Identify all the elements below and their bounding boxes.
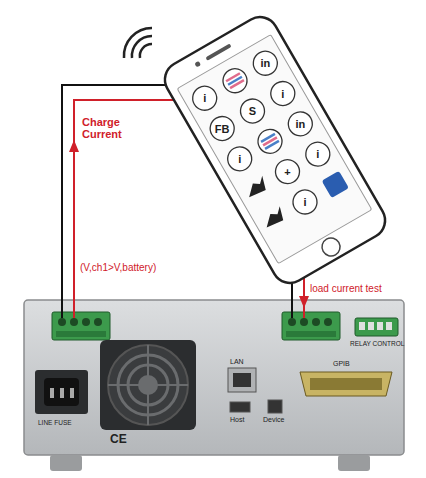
app-icon-label: i bbox=[303, 196, 306, 208]
black-wire bbox=[62, 85, 165, 318]
port-label: GPIB bbox=[333, 360, 350, 368]
port-label: Device bbox=[263, 416, 284, 424]
app-icon-label: + bbox=[284, 166, 290, 178]
fuse-label: LINE FUSE bbox=[38, 419, 72, 426]
condition-label: (V,ch1>V,battery) bbox=[80, 262, 156, 273]
wireless-arcs bbox=[124, 28, 152, 58]
current-arrow bbox=[299, 296, 309, 308]
gpib-connector bbox=[300, 372, 392, 396]
relay-connector bbox=[355, 318, 398, 336]
app-icon-label: in bbox=[295, 118, 305, 130]
fan bbox=[100, 340, 196, 430]
foot bbox=[338, 455, 370, 471]
black-wire bbox=[291, 282, 293, 318]
app-icon-label: FB bbox=[215, 122, 230, 134]
port-label: LAN bbox=[230, 358, 244, 366]
red-wire bbox=[74, 100, 174, 318]
usb-port bbox=[268, 400, 282, 413]
app-icon-label: in bbox=[260, 57, 270, 69]
app-icon-label: i bbox=[281, 87, 284, 99]
app-icon-label: i bbox=[316, 148, 319, 160]
foot bbox=[50, 455, 82, 471]
app-icon-label: i bbox=[203, 92, 206, 104]
relay-label: RELAY CONTROL bbox=[350, 340, 404, 347]
port-label: Host bbox=[230, 416, 244, 424]
ce-mark: CE bbox=[110, 433, 127, 446]
app-icon-label: S bbox=[249, 105, 256, 117]
terminal-block bbox=[282, 312, 340, 340]
usb-port bbox=[230, 402, 250, 412]
app-icon-label: i bbox=[238, 153, 241, 165]
terminal-block bbox=[52, 312, 110, 340]
rear-panel bbox=[24, 300, 404, 455]
power-inlet bbox=[35, 370, 88, 414]
lan-port bbox=[228, 368, 256, 392]
current-label: Charge Current bbox=[82, 116, 138, 140]
smartphone bbox=[158, 10, 391, 289]
test-label: load current test bbox=[310, 283, 382, 294]
current-arrow bbox=[69, 140, 79, 152]
